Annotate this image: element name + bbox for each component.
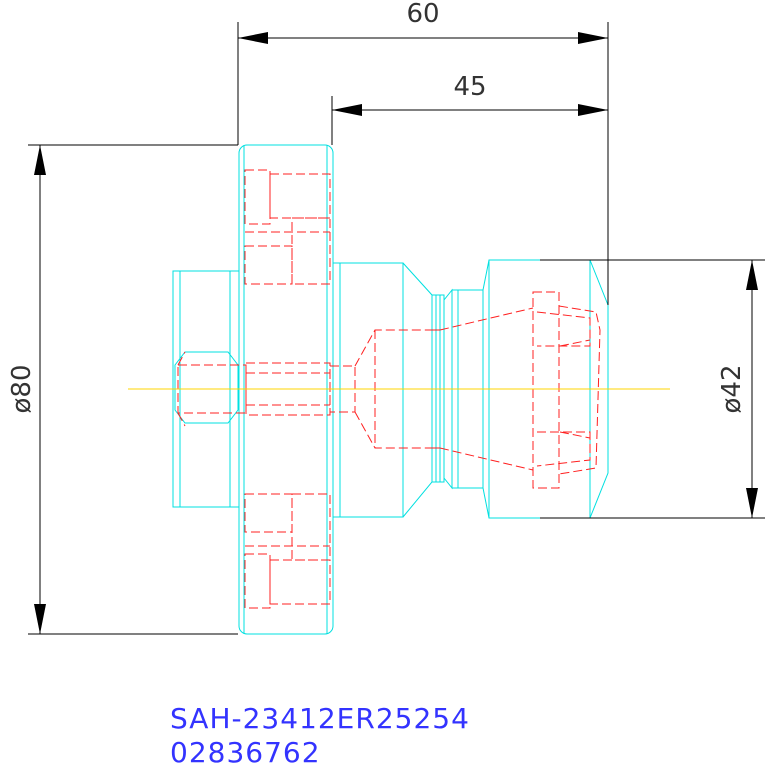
- dimension-lines: [28, 22, 765, 635]
- part-code: SAH-23412ER25254: [170, 702, 470, 735]
- dim-nut-diameter-text: ø42: [717, 365, 747, 414]
- dim-flange-diameter-text: ø80: [7, 365, 37, 414]
- dim-overall-length-text: 60: [406, 0, 439, 29]
- part-number: 02836762: [170, 736, 321, 767]
- dim-nose-length-text: 45: [453, 72, 486, 102]
